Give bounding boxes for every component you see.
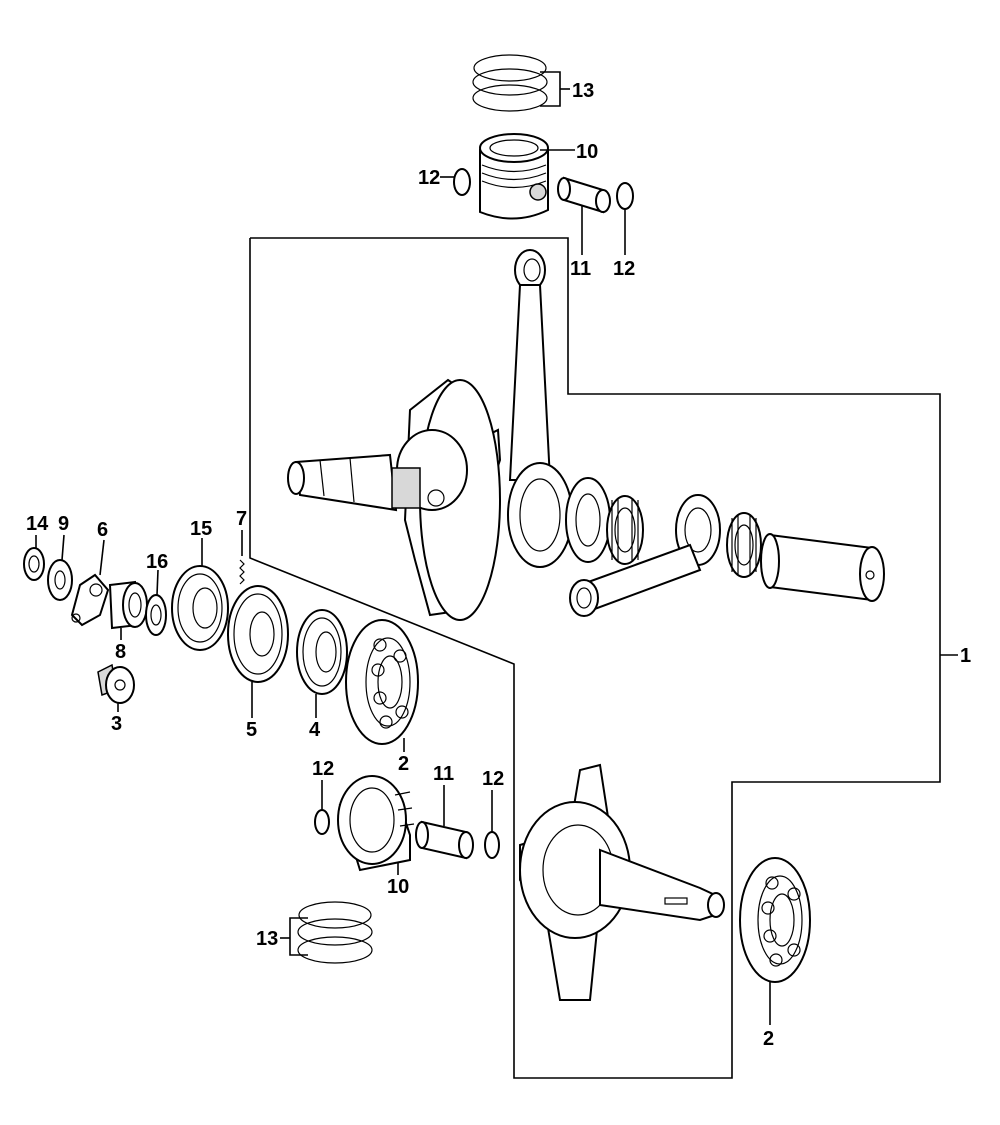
callout-2-upper: 2	[398, 753, 409, 775]
gear-4	[296, 609, 348, 695]
piston-lower	[337, 775, 415, 872]
callout-4: 4	[309, 719, 321, 741]
callout-13-top: 13	[572, 80, 594, 102]
callout-11-top: 11	[570, 258, 591, 280]
needle-bearing-2	[726, 512, 762, 578]
circlip-lower-right	[484, 831, 500, 859]
bolt-3	[97, 663, 135, 704]
callout-1: 1	[960, 645, 971, 667]
piston-pin-lower	[415, 820, 474, 860]
circlip-top-right	[616, 182, 634, 210]
callout-15: 15	[190, 518, 212, 540]
gear-5	[227, 585, 289, 683]
callout-5: 5	[246, 719, 257, 741]
callout-16: 16	[146, 551, 168, 573]
assembly-boundary	[249, 237, 941, 1079]
callout-12-lower-left: 12	[312, 758, 334, 780]
plate-6	[70, 573, 110, 627]
leader-13-lower	[289, 917, 308, 956]
thrust-washer	[565, 477, 611, 563]
ball-bearing-2-lower	[739, 857, 811, 983]
ball-bearing-2-upper	[345, 619, 419, 745]
callout-12-top-left: 12	[418, 167, 440, 189]
callout-2-lower: 2	[763, 1028, 774, 1050]
circlip-top-left	[453, 168, 471, 196]
piston-rings-top	[472, 54, 548, 112]
crank-pin	[760, 533, 885, 602]
callout-10-top: 10	[576, 141, 598, 163]
piston-rings-lower	[297, 901, 373, 964]
needle-bearing-1	[606, 495, 644, 565]
gear-15	[171, 565, 229, 651]
callout-9: 9	[58, 513, 69, 535]
spring-7	[239, 559, 245, 585]
connecting-rod-lower	[569, 494, 721, 617]
washer-16	[145, 594, 167, 636]
leader-9	[61, 534, 65, 561]
callout-7: 7	[236, 508, 247, 530]
piston-top	[479, 133, 549, 220]
nut-14	[23, 547, 45, 581]
callout-6: 6	[97, 519, 108, 541]
crankshaft-lower-half	[519, 763, 725, 1001]
callout-12-top-right: 12	[613, 258, 635, 280]
washer-9	[47, 559, 73, 601]
callout-3: 3	[111, 713, 122, 735]
collar-8	[108, 580, 148, 630]
callout-12-lower-right: 12	[482, 768, 504, 790]
piston-pin-top	[557, 176, 611, 214]
callout-10-lower: 10	[387, 876, 409, 898]
callout-14: 14	[26, 513, 49, 535]
leader-6	[99, 539, 105, 576]
leader-13-top	[540, 71, 561, 107]
circlip-lower-left	[314, 809, 330, 835]
crankshaft-upper-half	[287, 378, 502, 621]
callout-8: 8	[115, 641, 126, 663]
leader-16	[156, 569, 159, 596]
connecting-rod-upper	[507, 249, 573, 568]
callout-13-lower: 13	[256, 928, 278, 950]
callout-11-lower: 11	[433, 763, 454, 785]
